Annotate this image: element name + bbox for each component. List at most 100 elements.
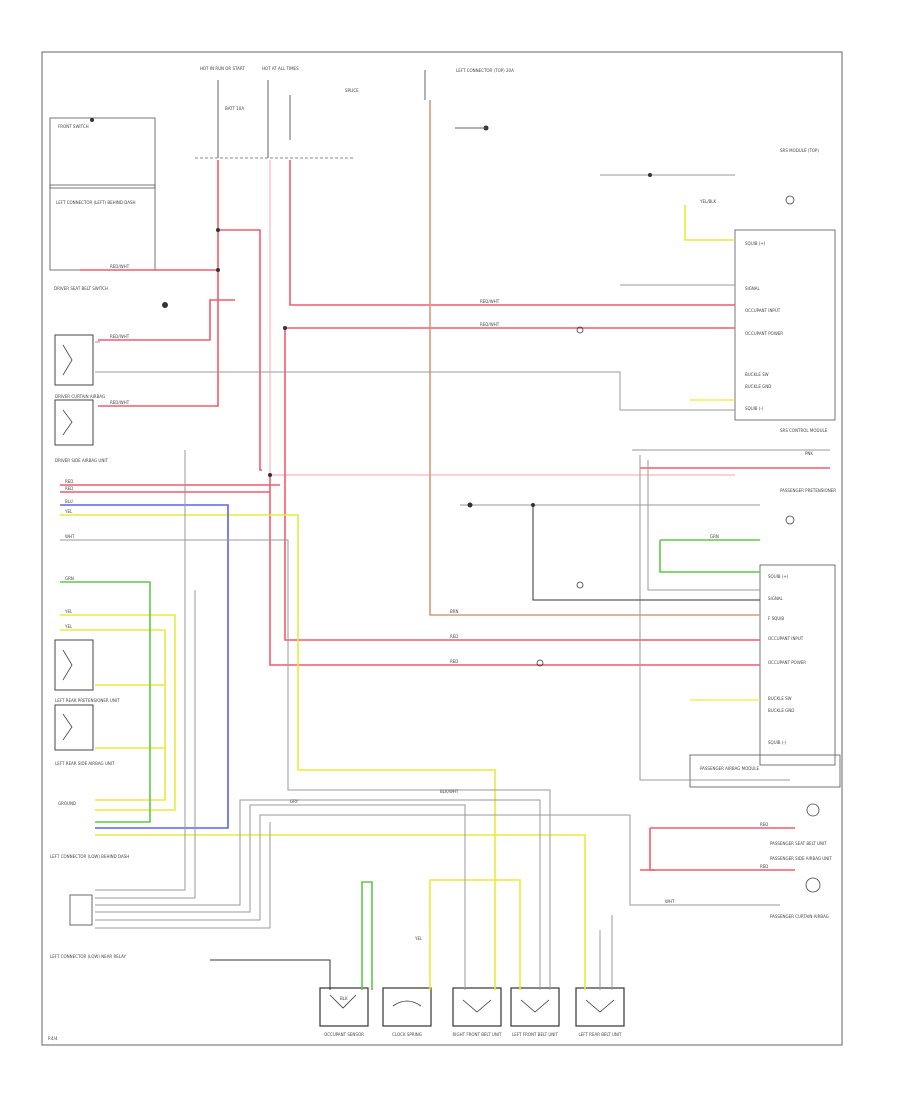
wire-red-5 (289, 160, 735, 306)
wire-red-3 (98, 299, 235, 341)
wire-gry-13 (95, 450, 186, 891)
wire-red-2 (98, 270, 219, 407)
ground-point-mid (467, 502, 473, 508)
wire-labels: RED RED BLU YEL WHT GRN YEL YEL RED/WHT … (64, 199, 813, 1001)
label-hot-run: HOT IN RUN OR START (200, 66, 245, 71)
wire-red-11 (649, 828, 655, 871)
driver-curtain-box (54, 334, 94, 386)
left-front-belt-label: LEFT FRONT BELT UNIT (512, 1032, 558, 1037)
occupant-sensor-icon (329, 994, 357, 1009)
wl-pnk: PNK (805, 451, 813, 456)
wire-red-4 (218, 229, 262, 471)
pin-squib-pos-2: SQUIB (+) (768, 574, 789, 579)
wire-gry-7 (60, 539, 551, 990)
left-rear-side-airbag-label: LEFT REAR SIDE AIRBAG UNIT (55, 761, 115, 766)
wl-red-wht-1: RED/WHT (110, 264, 130, 269)
wl-yel-blk: YEL/BLK (699, 199, 717, 204)
pin-squib-neg-1: SQUIB (-) (745, 406, 764, 411)
label-battery-fuse: BATT 10A (225, 106, 244, 111)
wl-red-wht-5: RED/WHT (480, 322, 500, 327)
wire-gry-10 (95, 814, 780, 921)
pin-buckle-gnd-1: BUCKLE GND (745, 384, 771, 389)
wire-blk-2 (210, 959, 331, 990)
wire-gry-11 (95, 822, 271, 929)
wl-red-wht-3: RED/WHT (110, 400, 130, 405)
front-switch-box (49, 117, 156, 189)
pin-squib-neg-2: SQUIB (-) (768, 740, 787, 745)
wire-red-8 (284, 328, 760, 641)
left-connector-left-box (49, 184, 156, 271)
ground-point-right (648, 173, 652, 177)
wire-brn-1 (429, 100, 760, 616)
wire-blu-1 (60, 504, 229, 829)
wl-gry-1: GRY (290, 799, 299, 804)
passenger-curtain-airbag-icon (805, 877, 821, 893)
pin-squib-pos-1: SQUIB (+) (745, 241, 766, 246)
right-front-belt-box (452, 987, 502, 1027)
left-rear-side-airbag-box (54, 704, 94, 751)
wire-yel-1 (684, 205, 735, 241)
wire-grn-2 (659, 539, 760, 573)
splice-dot-3 (268, 473, 272, 477)
connector-circle-2 (576, 581, 584, 589)
passenger-pretensioner-label: PASSENGER PRETENSIONER (780, 488, 836, 493)
wl-grn-1: GRN (65, 576, 74, 581)
front-switch-label: FRONT SWITCH (58, 124, 89, 129)
wire-yel-8 (429, 879, 521, 990)
wl-yel-2: YEL (64, 609, 73, 614)
left-connector-bottom-label: LEFT CONNECTOR (LOW) NEAR RELAY (50, 954, 127, 959)
connector-circle-4 (162, 302, 168, 308)
wl-red-3: RED (450, 634, 458, 639)
wl-yel-4: YEL (414, 936, 423, 941)
connector-circle-1 (576, 326, 584, 334)
clock-spring-box (382, 987, 432, 1027)
left-connector-lower-label: LEFT CONNECTOR (LOW) BEHIND DASH (50, 854, 129, 859)
splice-dot-5 (531, 503, 535, 507)
wire-yel-7 (95, 834, 586, 990)
left-front-belt-icon (520, 999, 550, 1013)
left-rear-pretensioner-box (54, 639, 94, 691)
wire-blk-1 (532, 505, 760, 601)
left-connector-left-label: LEFT CONNECTOR (LEFT) BEHIND DASH (56, 200, 136, 205)
label-splice: SPLICE (345, 88, 359, 93)
pin-buckle-sw-1: BUCKLE SW (745, 372, 769, 377)
pin-buckle-gnd-2: BUCKLE GND (768, 708, 794, 713)
label-left-connector-top: LEFT CONNECTOR (TOP) 20A (456, 68, 514, 73)
wl-yel-3: YEL (64, 624, 73, 629)
driver-side-airbag-box (54, 399, 94, 446)
pin-buckle-sw-2: BUCKLE SW (768, 696, 792, 701)
diagram-frame (41, 51, 843, 1046)
wl-blu: BLU (65, 499, 73, 504)
splice-dot-4 (283, 326, 287, 330)
wl-grn-2: GRN (710, 534, 719, 539)
label-hot-all-times: HOT AT ALL TIMES (262, 66, 299, 71)
driver-curtain-squib-icon (62, 344, 73, 376)
pin-f-squib: F SQUIB (768, 616, 784, 621)
splice-dot-2 (216, 268, 220, 272)
pin-occupant-input-2: OCCUPANT INPUT (768, 636, 804, 641)
wire-red-1 (80, 160, 219, 271)
connector-circle-3 (536, 659, 544, 667)
clock-spring-icon (392, 1000, 422, 1007)
right-front-belt-icon (462, 999, 492, 1013)
wire-yel-3 (60, 614, 176, 811)
passenger-airbag-module-box (689, 754, 841, 788)
wire-gry-9 (95, 804, 466, 990)
wire-gry-4 (632, 449, 830, 781)
srs-module-top-label: SRS MODULE (TOP) (780, 148, 819, 153)
driver-side-airbag-label: DRIVER SIDE AIRBAG UNIT (55, 458, 109, 463)
wire-gry-5 (647, 460, 760, 591)
wl-red-2: RED (65, 486, 73, 491)
occupant-sensor-label: OCCUPANT SENSOR (324, 1032, 364, 1037)
wl-wht-2: WHT (665, 899, 675, 904)
splice-points (162, 173, 652, 667)
left-connector-lower-box (69, 894, 93, 926)
wire-pink-1 (269, 160, 735, 476)
wl-red-wht-4: RED/WHT (480, 299, 500, 304)
passenger-side-airbag-label: PASSENGER SIDE AIRBAG UNIT (770, 856, 832, 861)
passenger-pretensioner-icon (785, 515, 795, 525)
wl-red-wht-2: RED/WHT (110, 334, 130, 339)
front-switch-ground-icon (90, 118, 94, 122)
wl-blk-1: BLK (340, 996, 348, 1001)
srs-module-mid-box (759, 564, 836, 766)
